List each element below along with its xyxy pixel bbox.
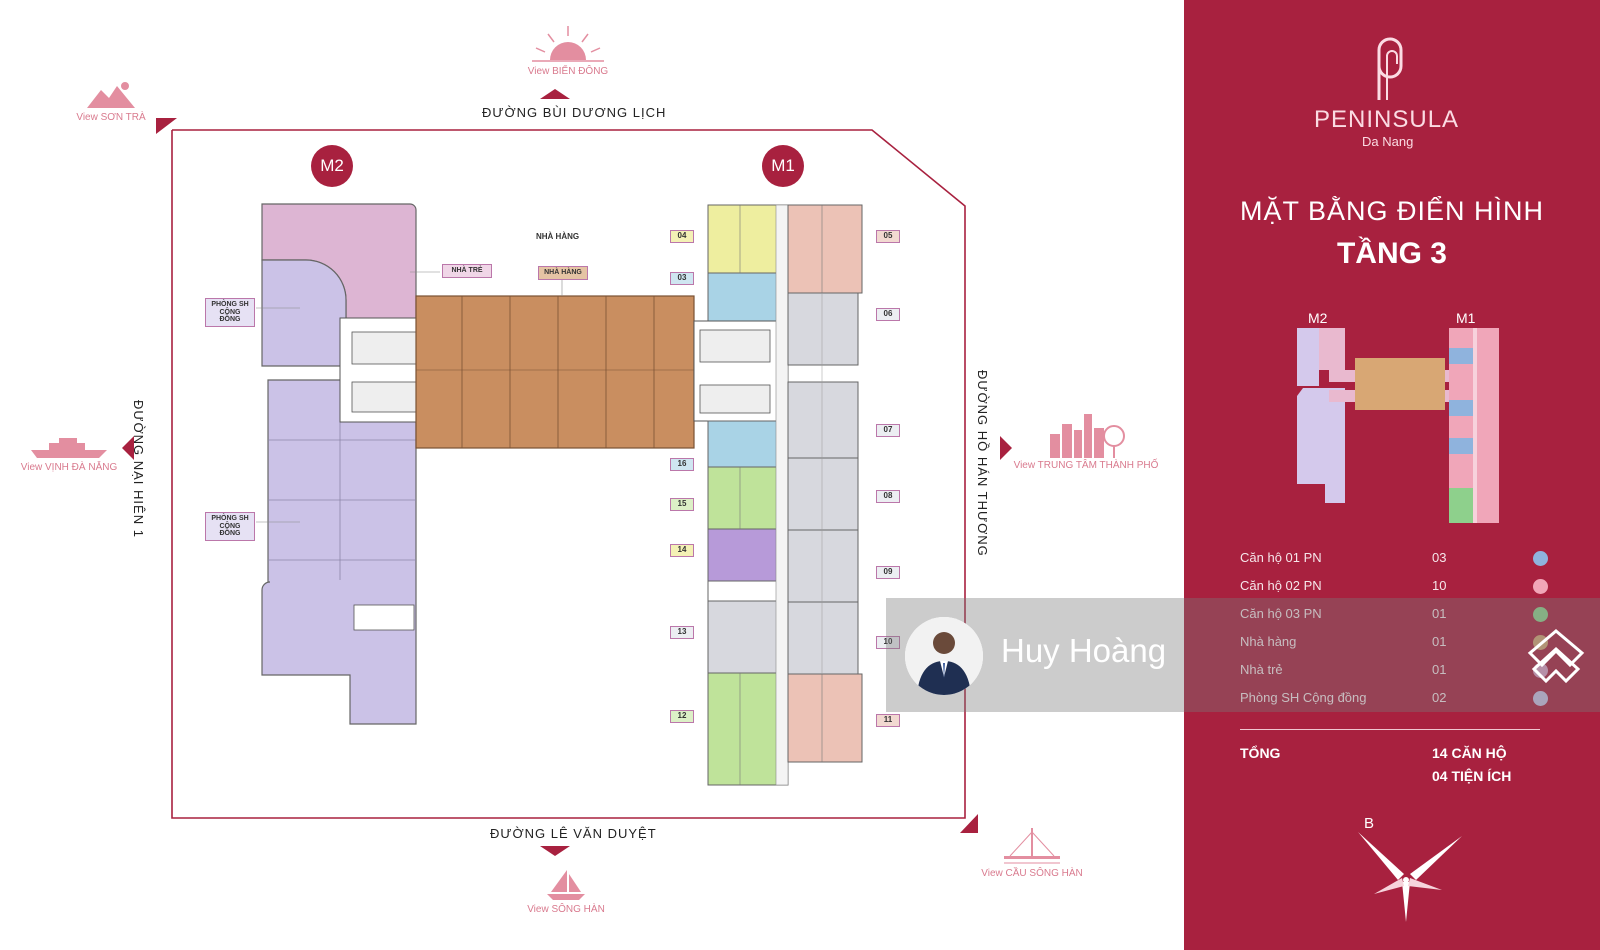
brand-city: Da Nang <box>1362 134 1414 149</box>
site-boundary <box>122 89 1012 856</box>
mini-map-m1-label: M1 <box>1456 310 1476 326</box>
legend-name: Nhà hàng <box>1240 634 1297 649</box>
legend-name: Căn hộ 03 PN <box>1240 606 1322 621</box>
view-bottom-label: View SÔNG HÀN <box>527 904 605 915</box>
panel-title: MẶT BẰNG ĐIỂN HÌNH <box>1239 196 1545 226</box>
legend-dot <box>1533 691 1548 706</box>
compass-north-letter: B <box>1364 815 1375 832</box>
legend-divider <box>1240 729 1540 730</box>
sunrise-icon <box>532 26 604 62</box>
view-bottom-right-label: View CẦU SÔNG HÀN <box>981 868 1083 879</box>
ship-icon <box>31 438 107 458</box>
legend-row: Căn hộ 02 PN 10 <box>1240 578 1548 598</box>
view-bottom-right: View CẦU SÔNG HÀN <box>972 826 1092 879</box>
restaurant-label: NHÀ HÀNG <box>536 232 580 241</box>
legend-count: 01 <box>1432 662 1447 677</box>
legend-row: Phòng SH Cộng đồng 02 <box>1240 690 1548 710</box>
legend-name: Căn hộ 01 PN <box>1240 550 1322 565</box>
unit-tag-12: 12 <box>670 710 694 723</box>
watermark-bar <box>886 598 1600 712</box>
view-right-label: View TRUNG TÂM THÀNH PHỐ <box>1013 460 1159 471</box>
legend-count: 01 <box>1432 606 1447 621</box>
bridge-icon <box>1004 828 1060 864</box>
legend-row: Nhà hàng 01 <box>1240 634 1548 654</box>
road-left-label: ĐƯỜNG NẠI HIÊN 1 <box>131 400 146 538</box>
legend-count: 10 <box>1432 578 1447 593</box>
legend-name: Phòng SH Cộng đồng <box>1240 690 1367 705</box>
legend-count: 02 <box>1432 690 1447 705</box>
view-right: View TRUNG TÂM THÀNH PHỐ <box>1006 410 1166 471</box>
view-left-label: View VỊNH ĐÀ NẴNG <box>20 462 118 473</box>
legend-dot <box>1533 607 1548 622</box>
panel-subtitle: TẦNG 3 <box>1336 237 1447 270</box>
person-icon <box>905 617 983 695</box>
mini-map-m2-label: M2 <box>1308 310 1328 326</box>
unit-tag-04: 04 <box>670 230 694 243</box>
community-room-tag-1: PHÒNG SH CỘNG ĐỒNG <box>205 298 255 328</box>
road-bottom-label: ĐƯỜNG LÊ VĂN DUYỆT <box>490 826 657 841</box>
unit-tag-11: 11 <box>876 714 900 727</box>
view-top-left: View SƠN TRÀ <box>66 80 156 123</box>
unit-tag-15: 15 <box>670 498 694 511</box>
unit-tag-10: 10 <box>876 636 900 649</box>
total-apartments: 14 CĂN HỘ <box>1432 745 1507 761</box>
view-top: View BIỂN ĐÔNG <box>518 24 618 77</box>
community-room-tag-2: PHÒNG SH CỘNG ĐỒNG <box>205 512 255 542</box>
view-bottom: View SÔNG HÀN <box>516 868 616 915</box>
unit-tag-03: 03 <box>670 272 694 285</box>
restaurant-tag: NHÀ HÀNG <box>538 266 588 280</box>
unit-tag-13: 13 <box>670 626 694 639</box>
view-left: View VỊNH ĐÀ NẴNG <box>14 436 124 473</box>
legend-dot <box>1533 551 1548 566</box>
tower-m1-badge: M1 <box>762 145 804 187</box>
nursery-tag: NHÀ TRẺ <box>442 264 492 278</box>
legend-count: 03 <box>1432 550 1447 565</box>
unit-tag-09: 09 <box>876 566 900 579</box>
mountain-icon <box>87 82 135 108</box>
watermark-name: Huy Hoàng <box>1001 632 1167 669</box>
tower-m2-badge: M2 <box>311 145 353 187</box>
brand-name: PENINSULA <box>1314 106 1460 133</box>
legend-name: Nhà trẻ <box>1240 662 1283 677</box>
sailboat-icon <box>547 870 585 900</box>
unit-tag-14: 14 <box>670 544 694 557</box>
city-skyline-icon <box>1050 414 1125 458</box>
unit-tag-08: 08 <box>876 490 900 503</box>
unit-tag-07: 07 <box>876 424 900 437</box>
view-top-left-label: View SƠN TRÀ <box>76 112 146 123</box>
compass-icon <box>1358 832 1462 922</box>
mini-map <box>1297 328 1499 523</box>
road-right-label: ĐƯỜNG HỒ HÁN THƯƠNG <box>975 370 990 557</box>
unit-tag-05: 05 <box>876 230 900 243</box>
legend-row: Căn hộ 03 PN 01 <box>1240 606 1548 626</box>
floor-plan: ĐƯỜNG BÙI DƯƠNG LỊCH ĐƯỜNG LÊ VĂN DUYỆT … <box>14 24 1166 915</box>
legend-row: Nhà trẻ 01 <box>1240 662 1548 682</box>
unit-tag-16: 16 <box>670 458 694 471</box>
legend-row: Căn hộ 01 PN 03 <box>1240 550 1548 570</box>
peninsula-logo-icon <box>1377 37 1403 100</box>
legend-count: 01 <box>1432 634 1447 649</box>
avatar <box>905 617 983 695</box>
road-top-label: ĐƯỜNG BÙI DƯƠNG LỊCH <box>482 105 667 120</box>
watermark-logo-icon <box>1527 629 1585 684</box>
unit-tag-06: 06 <box>876 308 900 321</box>
info-panel: PENINSULA Da Nang MẶT BẰNG ĐIỂN HÌNH TẦN… <box>1184 0 1600 950</box>
legend-name: Căn hộ 02 PN <box>1240 578 1322 593</box>
view-top-label: View BIỂN ĐÔNG <box>527 66 609 77</box>
legend-dot <box>1533 579 1548 594</box>
total-label: TỔNG <box>1240 745 1281 761</box>
total-amenities: 04 TIỆN ÍCH <box>1432 768 1512 784</box>
